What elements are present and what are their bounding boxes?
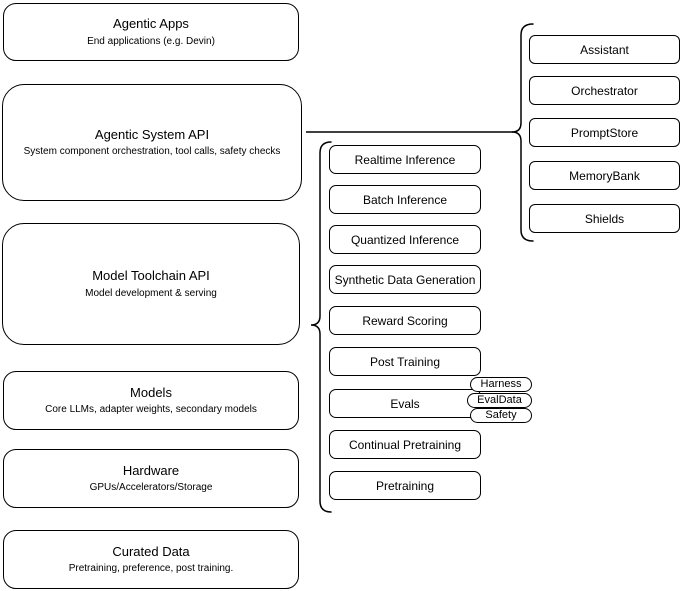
node-subtitle: End applications (e.g. Devin): [87, 35, 215, 47]
tag-harness[interactable]: Harness: [470, 377, 532, 392]
node-curated-data[interactable]: Curated Data Pretraining, preference, po…: [3, 530, 299, 589]
node-shields[interactable]: Shields: [529, 204, 680, 233]
node-models[interactable]: Models Core LLMs, adapter weights, secon…: [3, 371, 299, 430]
node-agentic-system-api[interactable]: Agentic System API System component orch…: [2, 84, 302, 201]
node-label: Continual Pretraining: [348, 437, 462, 452]
node-label: Realtime Inference: [354, 152, 456, 167]
node-promptstore[interactable]: PromptStore: [529, 118, 680, 147]
node-label: PromptStore: [570, 125, 639, 140]
node-post-training[interactable]: Post Training: [329, 347, 481, 376]
tag-safety[interactable]: Safety: [470, 408, 532, 423]
node-agentic-apps[interactable]: Agentic Apps End applications (e.g. Devi…: [3, 3, 299, 61]
node-label: Assistant: [580, 42, 629, 57]
node-subtitle: Core LLMs, adapter weights, secondary mo…: [45, 404, 257, 416]
node-hardware[interactable]: Hardware GPUs/Accelerators/Storage: [3, 449, 299, 508]
node-subtitle: Model development & serving: [85, 287, 217, 299]
node-quantized-inference[interactable]: Quantized Inference: [329, 225, 481, 254]
tag-label: Safety: [485, 409, 517, 421]
node-label: Post Training: [369, 354, 441, 369]
node-pretraining[interactable]: Pretraining: [329, 471, 481, 500]
node-subtitle: System component orchestration, tool cal…: [23, 146, 281, 158]
node-reward-scoring[interactable]: Reward Scoring: [329, 306, 481, 335]
node-label: Synthetic Data Generation: [334, 272, 476, 287]
node-synthetic-data-generation[interactable]: Synthetic Data Generation: [329, 265, 481, 294]
node-label: Evals: [390, 396, 420, 411]
node-title: Agentic Apps: [113, 16, 189, 32]
node-label: Shields: [584, 211, 625, 226]
node-evals[interactable]: Evals: [329, 389, 481, 418]
tag-label: EvalData: [477, 394, 522, 406]
node-label: Batch Inference: [362, 192, 448, 207]
node-subtitle: GPUs/Accelerators/Storage: [89, 482, 213, 494]
node-title: Hardware: [122, 462, 180, 478]
node-title: Models: [130, 384, 172, 400]
node-memorybank[interactable]: MemoryBank: [529, 161, 680, 190]
node-label: MemoryBank: [569, 168, 640, 183]
node-assistant[interactable]: Assistant: [529, 35, 680, 64]
node-orchestrator[interactable]: Orchestrator: [529, 76, 680, 105]
node-continual-pretraining[interactable]: Continual Pretraining: [329, 430, 481, 459]
node-title: Agentic System API: [94, 126, 210, 142]
tag-evaldata[interactable]: EvalData: [467, 393, 532, 408]
tag-label: Harness: [480, 378, 522, 390]
node-label: Pretraining: [375, 478, 435, 493]
node-title: Curated Data: [112, 543, 190, 559]
node-label: Orchestrator: [571, 83, 638, 98]
node-label: Reward Scoring: [362, 313, 448, 328]
node-label: Quantized Inference: [350, 232, 460, 247]
node-subtitle: Pretraining, preference, post training.: [68, 563, 234, 575]
node-batch-inference[interactable]: Batch Inference: [329, 185, 481, 214]
node-realtime-inference[interactable]: Realtime Inference: [329, 145, 481, 174]
node-model-toolchain-api[interactable]: Model Toolchain API Model development & …: [2, 223, 300, 345]
node-title: Model Toolchain API: [92, 268, 210, 284]
toolchain-group-brace: [310, 141, 332, 513]
